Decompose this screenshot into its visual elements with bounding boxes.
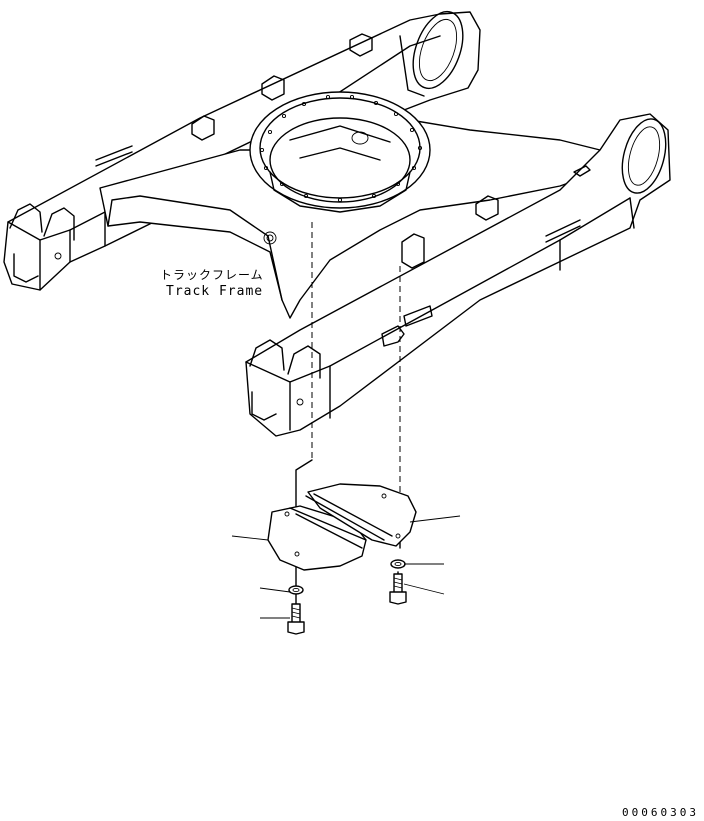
bolt-right — [389, 573, 407, 605]
track-frame-label-jp: トラックフレーム — [160, 268, 264, 282]
leader-lines — [231, 515, 461, 619]
track-frame-label-en: Track Frame — [166, 284, 264, 299]
slewing-ring — [249, 91, 431, 213]
washer-right — [390, 559, 406, 569]
cover-plate-right — [305, 483, 417, 547]
bolt-left — [287, 603, 305, 635]
right-side-rail — [245, 113, 671, 437]
center-crossmember — [99, 119, 611, 319]
drawing-number: 00060303 — [622, 806, 699, 819]
washer-left — [288, 585, 304, 595]
